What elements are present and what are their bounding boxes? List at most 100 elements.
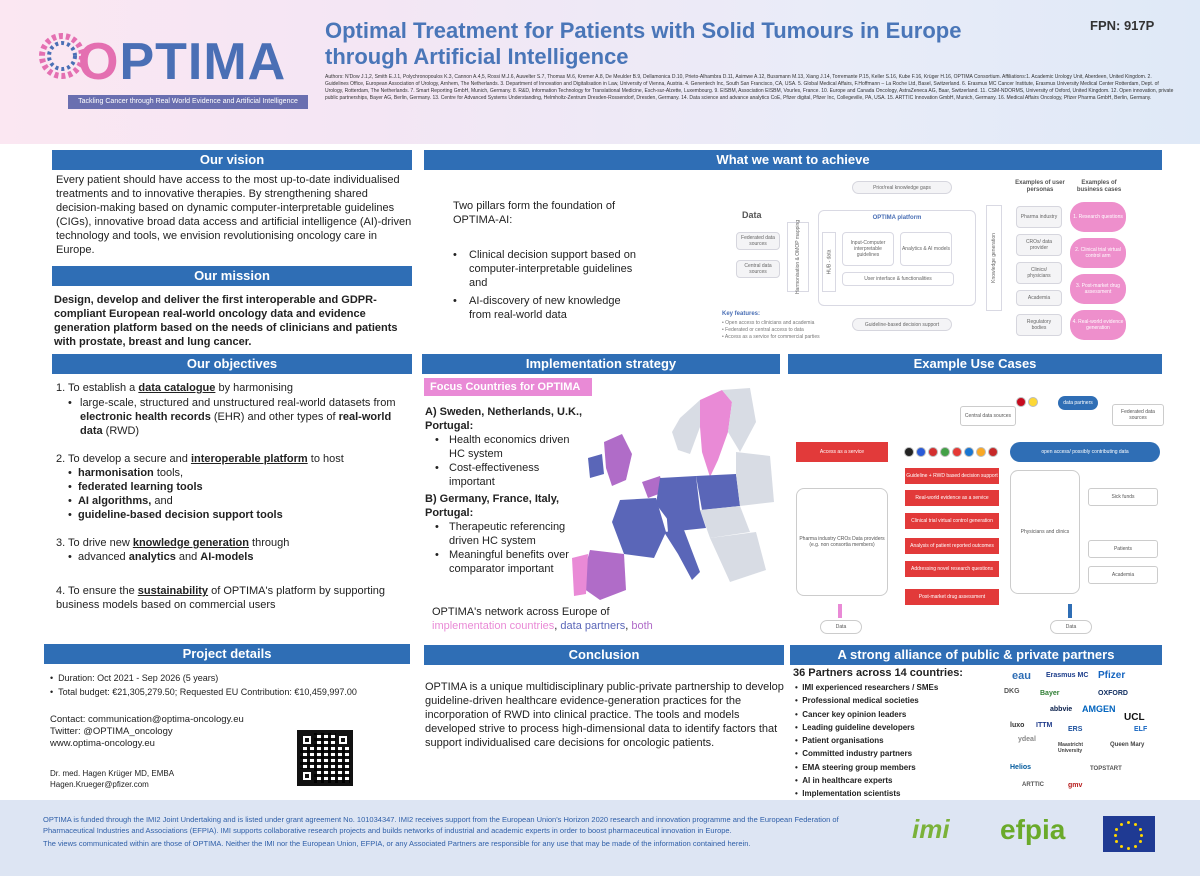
persona-item: Pharma industry (1016, 206, 1062, 228)
business-case-item: 3. Post-market drug assessment (1070, 274, 1126, 304)
map-sweden (700, 390, 732, 477)
eu-flag-icon (1103, 816, 1155, 852)
sick-funds-box: Sick funds (1088, 488, 1158, 506)
alliance-item: • Professional medical societies (795, 696, 919, 706)
objective-1: 1. To establish a data catalogue by harm… (56, 382, 294, 394)
implementation-heading: Implementation strategy (422, 354, 780, 374)
data-partners-pill: data partners (1058, 396, 1098, 410)
arrow-down-right-icon (1068, 604, 1072, 618)
project-duration: • Duration: Oct 2021 - Sep 2026 (5 years… (50, 673, 219, 683)
group-a-item: •Cost-effectiveness important (435, 462, 540, 488)
access-service-box: Access as a service (796, 442, 888, 462)
flag-belgium-icon (1028, 397, 1038, 407)
pillar-item: •Clinical decision support based on comp… (453, 249, 636, 289)
achieve-pillars: •Clinical decision support based on comp… (453, 248, 653, 322)
partner-logo: ydeal (1018, 736, 1036, 743)
objective-2-bullet: • guideline-based decision support tools (68, 509, 283, 521)
map-finland (722, 388, 756, 452)
optima-logo: OPTIMA (78, 33, 287, 91)
authors-affiliations: Authors: N'Dow J.1,2, Smith E.J.1, Polyc… (325, 74, 1174, 101)
project-person: Dr. med. Hagen Krüger MD, EMBA Hagen.Kru… (50, 768, 290, 790)
service-item: Post-market drug assessment (905, 589, 999, 605)
qr-code-icon[interactable] (297, 730, 353, 786)
analytics-box: Analytics & AI models (900, 232, 952, 266)
persona-item: Regulatory bodies (1016, 314, 1062, 336)
website-link[interactable]: www.optima-oncology.eu (50, 738, 155, 749)
objectives-heading: Our objectives (52, 354, 412, 374)
group-b-item: •Therapeutic referencing driven HC syste… (435, 521, 566, 547)
alliance-subtitle: 36 Partners across 14 countries: (793, 667, 963, 679)
map-baltic-east (736, 452, 774, 506)
contact-email[interactable]: Contact: communication@optima-oncology.e… (50, 714, 244, 725)
map-portugal (572, 554, 588, 596)
service-item: Addressing novel research questions (905, 561, 999, 577)
imi-logo: imi (912, 814, 950, 844)
partner-logo: ELF (1134, 726, 1148, 733)
flag-italy-icon (940, 447, 950, 457)
vision-heading: Our vision (52, 150, 412, 170)
partner-logo: Bayer (1040, 690, 1060, 697)
partner-logo: gmv (1068, 782, 1083, 789)
alliance-item: • Implementation scientists (795, 789, 901, 799)
key-features-list: • Open access to clinicians and academia… (722, 320, 852, 341)
alliance-heading: A strong alliance of public & private pa… (790, 645, 1162, 665)
objective-2-bullets: • harmonisation tools, • federated learn… (56, 466, 412, 522)
arrow-down-left-icon (838, 604, 842, 618)
alliance-item: • Committed industry partners (795, 749, 913, 759)
partner-logo: TOPSTART (1090, 766, 1122, 772)
achieve-heading: What we want to achieve (424, 150, 1162, 170)
business-case-item: 4. Real-world evidence generation (1070, 310, 1126, 340)
poster-title: Optimal Treatment for Patients with Soli… (325, 18, 962, 69)
partner-flags-top (1016, 394, 1040, 412)
personas-header: Examples of user personas (1015, 180, 1065, 193)
objective-3: 3. To drive new knowledge generation thr… (56, 537, 290, 549)
usecases-heading: Example Use Cases (788, 354, 1162, 374)
alliance-item: • Cancer key opinion leaders (795, 709, 907, 719)
patients-box: Patients (1088, 540, 1158, 558)
alliance-item: • EMA steering group members (795, 762, 916, 772)
group-a-title: A) Sweden, Netherlands, U.K., Portugal: (425, 406, 583, 432)
map-italy (664, 530, 700, 580)
key-feature-item: • Access as a service for commercial par… (722, 334, 820, 340)
objective-4: 4. To ensure the sustainability of OPTIM… (56, 585, 385, 611)
partner-logo: ITTM (1036, 722, 1053, 729)
alliance-item: • Leading guideline developers (795, 722, 915, 732)
twitter-handle[interactable]: Twitter: @OPTIMA_oncology (50, 726, 173, 737)
flag-france-icon (916, 447, 926, 457)
efpia-logo: efpia (1000, 814, 1066, 845)
partner-logo: eau (1012, 670, 1031, 682)
person-email[interactable]: Hagen.Krueger@pfizer.com (50, 780, 149, 789)
alliance-item: • IMI experienced researchers / SMEs (795, 683, 939, 692)
objective-1-bullet: •large-scale, structured and unstructure… (68, 397, 396, 437)
flag-spain2-icon (976, 447, 986, 457)
federated-pill: Federated data sources (736, 232, 780, 250)
map-balkans (710, 532, 766, 582)
harmonisation-box: Harmonisation & OMOP mapping (787, 220, 809, 294)
partner-logo: Pfizer (1098, 670, 1126, 681)
map-norway (672, 400, 700, 454)
key-feature-item: • Federated or central access to data (722, 327, 804, 333)
business-case-item: 1. Research questions (1070, 202, 1126, 232)
map-central-east (700, 506, 750, 538)
qr-corner-icon (300, 733, 314, 747)
partner-logo: AMGEN (1082, 704, 1116, 714)
alliance-list: • IMI experienced researchers / SMEs • P… (795, 681, 985, 801)
service-item: Analysis of patient reported outcomes (905, 538, 999, 554)
service-item: Clinical trial virtual control generatio… (905, 513, 999, 529)
map-poland (696, 474, 740, 510)
poster-header (0, 0, 1200, 144)
central-pill: Central data sources (736, 260, 780, 278)
mission-text: Design, develop and deliver the first in… (54, 294, 398, 348)
partner-logo: DKG (1004, 688, 1020, 695)
partner-logo: ERS (1068, 726, 1083, 733)
qr-corner-icon (300, 769, 314, 783)
academia-box: Academia (1088, 566, 1158, 584)
partner-logo: Queen Mary (1110, 742, 1145, 748)
data-left: Data (820, 620, 862, 634)
partner-logo: abbvie (1050, 706, 1073, 713)
objective-2-bullet: • harmonisation tools, (68, 467, 184, 479)
objectives-list: 1. To establish a data catalogue by harm… (56, 381, 412, 612)
project-contact: Contact: communication@optima-oncology.e… (50, 714, 290, 750)
focus-countries-label: Focus Countries for OPTIMA (424, 378, 592, 396)
network-legend: OPTIMA's network across Europe of implem… (432, 606, 653, 632)
